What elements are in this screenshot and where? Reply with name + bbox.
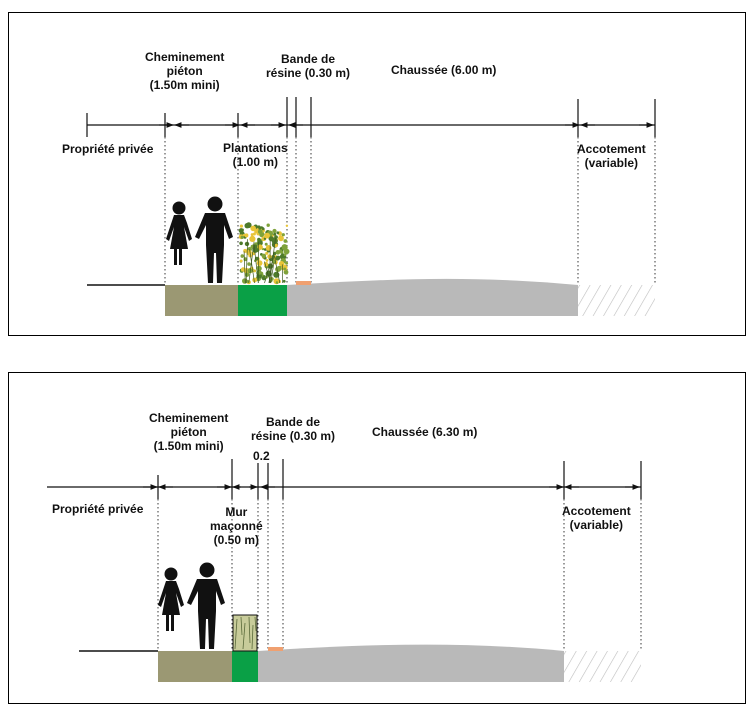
dotted-guides	[164, 137, 656, 285]
label-chaussee: Chaussée (6.30 m)	[372, 425, 478, 439]
label-bande-de-resine: Bande de résine (0.30 m)	[266, 52, 351, 80]
label-cheminement-pieton: Cheminement piéton (1.50m mini)	[149, 411, 229, 453]
label-mur-maconne: Mur maçonné (0.50 m)	[210, 505, 263, 547]
cross-section-panel-1: Cheminement piéton (1.50m mini) Bande de…	[8, 12, 746, 336]
cross-section-panel-2: Cheminement piéton (1.50m mini) Bande de…	[8, 372, 746, 704]
pedestrian-path-block	[158, 651, 232, 682]
label-bande-de-resine: Bande de résine (0.30 m)	[251, 415, 336, 443]
roadway-block	[287, 278, 578, 316]
label-plantations: Plantations (1.00 m)	[223, 141, 288, 169]
label-accotement: Accotement (variable)	[562, 504, 631, 532]
shrub-cluster	[238, 222, 290, 285]
label-gap-0-2: 0.2	[253, 449, 270, 463]
resin-strip	[268, 647, 283, 651]
shoulder-hatch	[564, 651, 641, 682]
roadway-block	[258, 644, 564, 682]
pedestrian-silhouettes	[158, 562, 225, 649]
label-propriete-privee: Propriété privée	[52, 502, 144, 516]
pedestrian-silhouettes	[166, 196, 233, 283]
cross-section-drawing-2	[47, 459, 642, 682]
dotted-guides	[157, 499, 642, 651]
masonry-wall	[232, 614, 258, 652]
cross-section-drawing-1	[86, 97, 656, 316]
shoulder-hatch	[578, 285, 655, 316]
planting-strip-block	[238, 285, 287, 316]
label-cheminement-pieton: Cheminement piéton (1.50m mini)	[145, 50, 225, 92]
pedestrian-path-block	[165, 285, 238, 316]
resin-strip	[296, 281, 311, 285]
dimension-ticks	[86, 97, 656, 137]
wall-footing-block	[232, 651, 258, 682]
label-propriete-privee: Propriété privée	[62, 142, 154, 156]
dimension-ticks	[157, 459, 642, 499]
label-chaussee: Chaussée (6.00 m)	[391, 63, 497, 77]
label-accotement: Accotement (variable)	[577, 142, 646, 170]
